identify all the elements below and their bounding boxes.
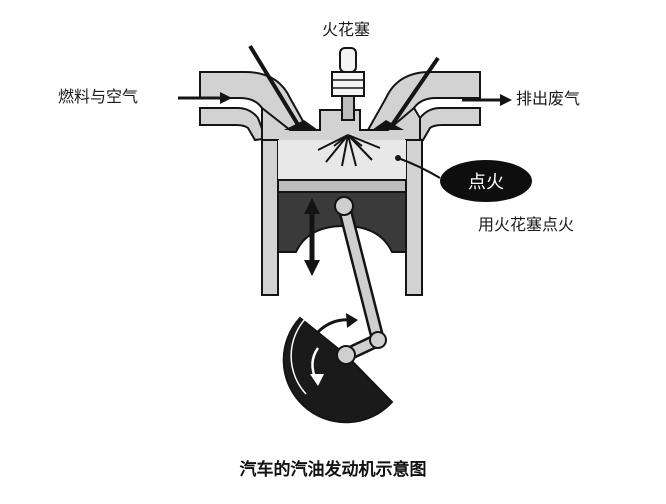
spark-ignition-label: 用火花塞点火 <box>478 215 575 234</box>
cylinder-wall-left <box>261 139 279 296</box>
ignition-badge: 点火 <box>440 160 532 202</box>
exhaust-valve-stem <box>388 56 440 130</box>
piston-motion-arrow-icon <box>304 198 320 276</box>
crankshaft <box>282 316 394 424</box>
spark-plug-label: 火花塞 <box>322 20 371 39</box>
spark-plug <box>331 47 365 121</box>
ignition-leader-line <box>397 157 441 179</box>
diagram-caption: 汽车的汽油发动机示意图 <box>239 460 427 480</box>
exhaust-label: 排出废气 <box>516 89 581 108</box>
cylinder-wall-right <box>405 139 423 296</box>
intake-label: 燃料与空气 <box>58 87 139 106</box>
exhaust-arrow-icon <box>462 94 512 106</box>
rotation-arrow-lower-head-icon <box>310 374 324 386</box>
exhaust-valve-head <box>372 120 404 130</box>
crankshaft-axle <box>336 345 356 365</box>
combustion-chamber <box>278 140 406 180</box>
rotation-arrow-head-icon <box>346 313 358 328</box>
intake-valve-head <box>284 120 318 130</box>
intake-arrow-icon <box>178 92 232 104</box>
intake-port-lower <box>199 107 271 151</box>
crankshaft-rim <box>290 317 307 395</box>
spark-burst-icon <box>317 134 381 167</box>
ignition-dot <box>395 155 401 161</box>
intake-valve-stem <box>248 44 302 130</box>
